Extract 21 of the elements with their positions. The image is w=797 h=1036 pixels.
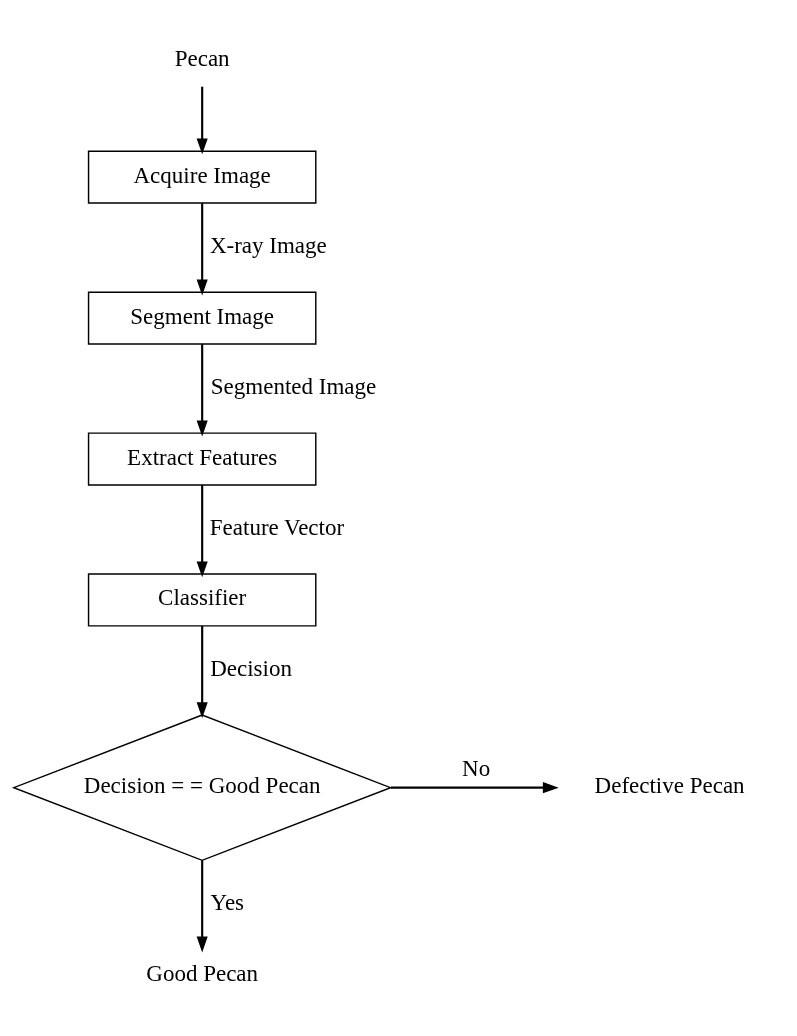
node-box: Segment Image: [87, 291, 317, 345]
edge-label: Feature Vector: [209, 513, 345, 540]
node-text: Pecan: [174, 45, 230, 72]
edge-label: Segmented Image: [210, 373, 377, 400]
arrow: [196, 485, 208, 578]
node-text: Good Pecan: [146, 959, 259, 986]
edge-label: Yes: [210, 889, 245, 916]
arrow: [196, 860, 208, 953]
edge-label: Decision: [210, 654, 292, 681]
node-box: Acquire Image: [87, 150, 317, 204]
arrow: [196, 86, 208, 155]
arrow: [196, 344, 208, 437]
node-diamond: Decision = = Good Pecan: [11, 714, 393, 862]
node-box: Classifier: [87, 573, 317, 627]
edge-label: No: [462, 754, 491, 781]
node-box: Extract Features: [87, 432, 317, 486]
arrow: [196, 203, 208, 296]
edge-label: X-ray Image: [209, 232, 327, 259]
arrow: [196, 625, 208, 719]
node-text: Defective Pecan: [594, 772, 745, 799]
arrow: [390, 782, 559, 794]
